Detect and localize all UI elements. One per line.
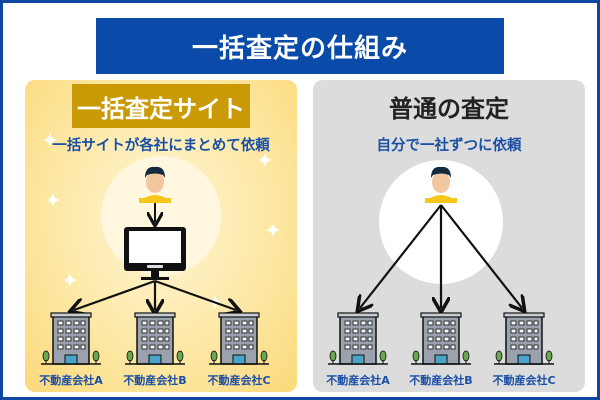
panel-bulk-appraisal: 一括査定サイト 一括サイトが各社にまとめて依頼 (25, 80, 297, 392)
building-icon (410, 312, 472, 365)
normal-subtitle: 自分で一社ずつに依頼 (376, 138, 522, 154)
company-label-a: 不動産会社A (39, 374, 103, 387)
company-label-a: 不動産会社A (326, 374, 390, 387)
company-label-b: 不動産会社B (123, 374, 187, 387)
normal-heading: 普通の査定 (389, 94, 509, 123)
bulk-diagram (40, 133, 280, 365)
person-icon (425, 166, 457, 203)
panel-normal-appraisal: 普通の査定 自分で一社ずつに依頼 不動産会社A 不動産会社B 不動産会社C (313, 80, 585, 392)
bulk-site-subtitle: 一括サイトが各社にまとめて依頼 (52, 138, 270, 154)
building-icon (40, 312, 102, 365)
bulk-site-heading: 一括査定サイト (72, 84, 250, 128)
building-icon (327, 312, 389, 365)
building-icon (208, 312, 270, 365)
company-label-c: 不動産会社C (207, 374, 271, 387)
building-icon (124, 312, 186, 365)
page-title: 一括査定の仕組み (96, 18, 504, 74)
company-label-b: 不動産会社B (409, 374, 473, 387)
company-label-c: 不動産会社C (492, 374, 556, 387)
monitor-icon (124, 227, 186, 280)
normal-diagram (327, 166, 555, 365)
person-icon (139, 166, 171, 203)
building-icon (493, 312, 555, 365)
